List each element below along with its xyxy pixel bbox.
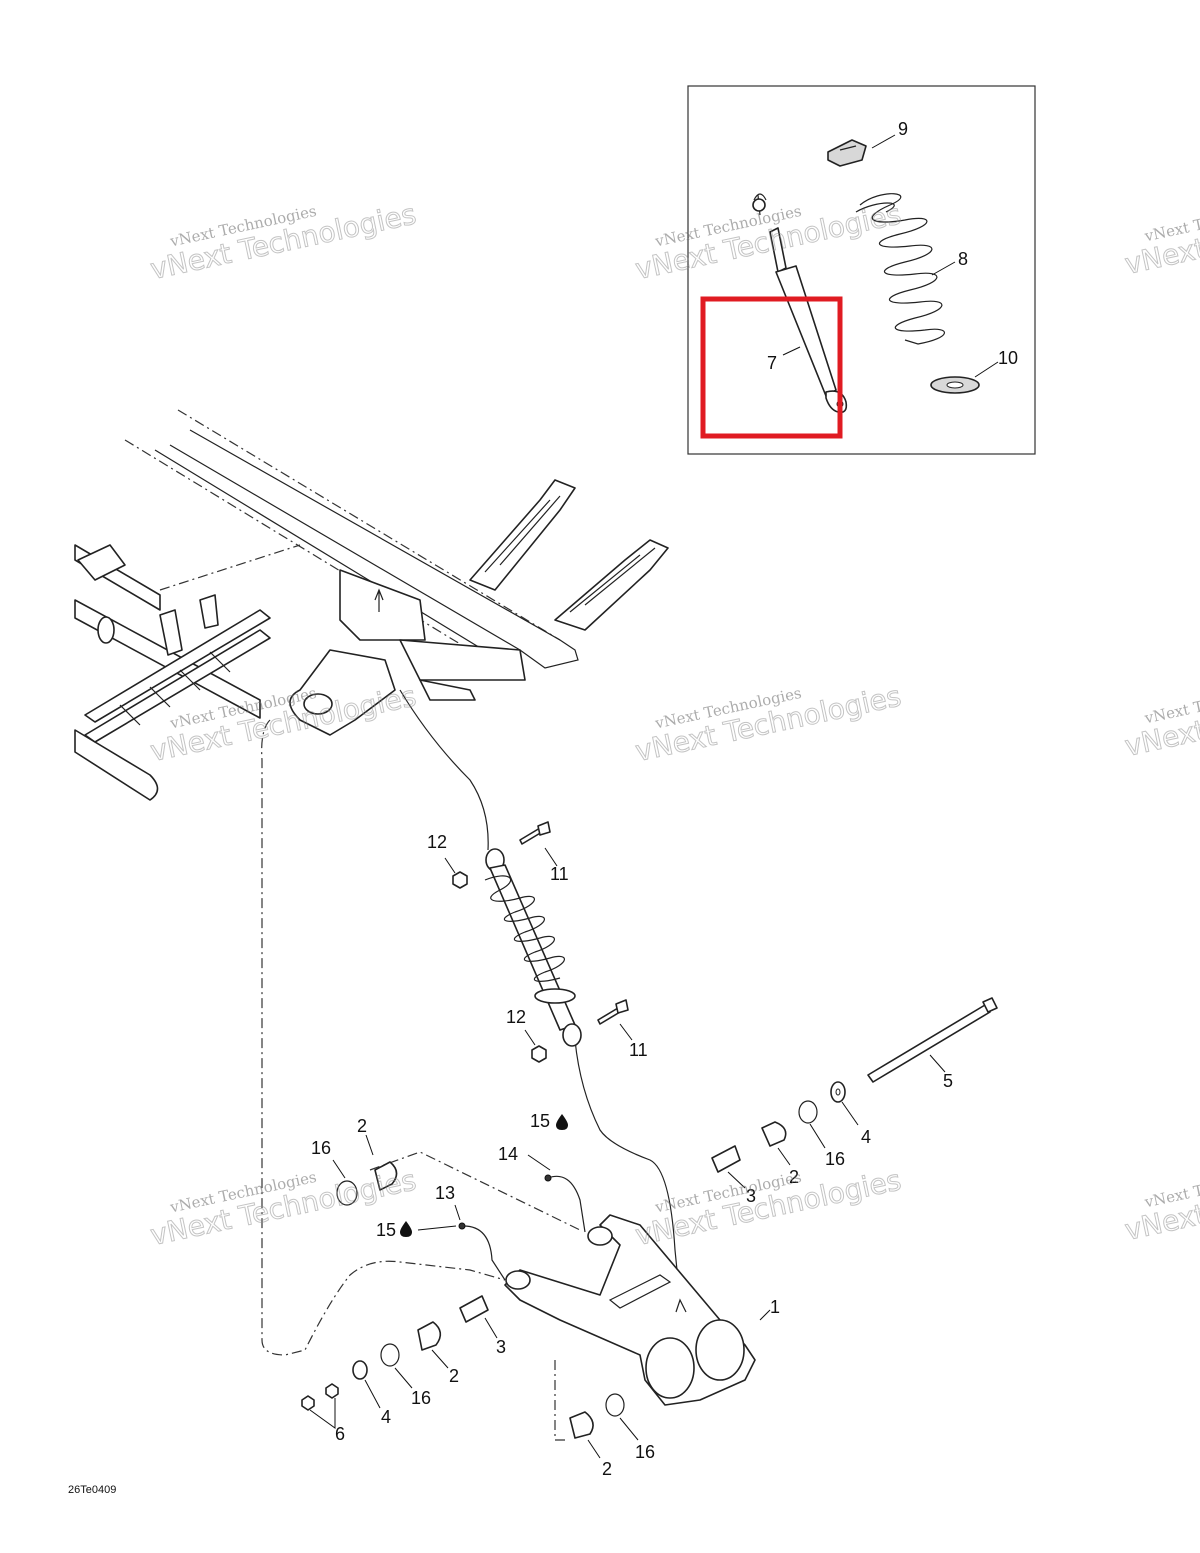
vehicle-frame — [74, 409, 669, 801]
assembly-lines — [261, 689, 681, 1441]
callout-3: 3 — [746, 1186, 756, 1206]
diagram-code: 26Te0409 — [68, 1484, 116, 1496]
callout-5: 5 — [943, 1071, 953, 1091]
callout-2: 2 — [357, 1116, 367, 1136]
callout-labels: 1 2 2 2 2 3 3 4 4 5 6 7 8 9 10 11 11 12 … — [311, 119, 1018, 1479]
shock-detail-inset — [687, 85, 1036, 455]
highlight-box — [700, 296, 843, 439]
hardware-parts[interactable] — [301, 1081, 846, 1439]
callout-14: 14 — [498, 1144, 518, 1164]
callout-2: 2 — [449, 1366, 459, 1386]
callout-8: 8 — [958, 249, 968, 269]
swing-arm-part[interactable] — [504, 1214, 756, 1406]
callout-16: 16 — [825, 1149, 845, 1169]
spring-retainer-part[interactable] — [827, 139, 867, 167]
callout-3: 3 — [496, 1337, 506, 1357]
callout-10: 10 — [998, 348, 1018, 368]
callout-11: 11 — [629, 1040, 648, 1060]
callout-2: 2 — [602, 1459, 612, 1479]
callout-16: 16 — [635, 1442, 655, 1462]
oil-drop-icon — [556, 1114, 568, 1130]
callout-leaders — [309, 134, 999, 1459]
callout-15: 15 — [376, 1220, 396, 1240]
callout-4: 4 — [861, 1127, 871, 1147]
oil-drop-icon — [400, 1221, 412, 1237]
callout-7: 7 — [767, 353, 777, 373]
callout-1: 1 — [770, 1297, 780, 1317]
shock-assembly[interactable] — [452, 821, 629, 1063]
callout-11: 11 — [550, 864, 569, 884]
callout-12: 12 — [506, 1007, 526, 1027]
callout-6: 6 — [335, 1424, 345, 1444]
callout-16: 16 — [411, 1388, 431, 1408]
callout-4: 4 — [381, 1407, 391, 1427]
callout-16: 16 — [311, 1138, 331, 1158]
callout-13: 13 — [435, 1183, 455, 1203]
watermarks: vNext Technologies vNext Technologies vN… — [147, 192, 1200, 1253]
callout-15: 15 — [530, 1111, 550, 1131]
callout-2: 2 — [789, 1167, 799, 1187]
spring-seat-part[interactable] — [930, 376, 980, 394]
pivot-shaft-part[interactable] — [867, 997, 998, 1083]
callout-12: 12 — [427, 832, 447, 852]
callout-9: 9 — [898, 119, 908, 139]
coil-spring-part[interactable] — [855, 193, 945, 345]
